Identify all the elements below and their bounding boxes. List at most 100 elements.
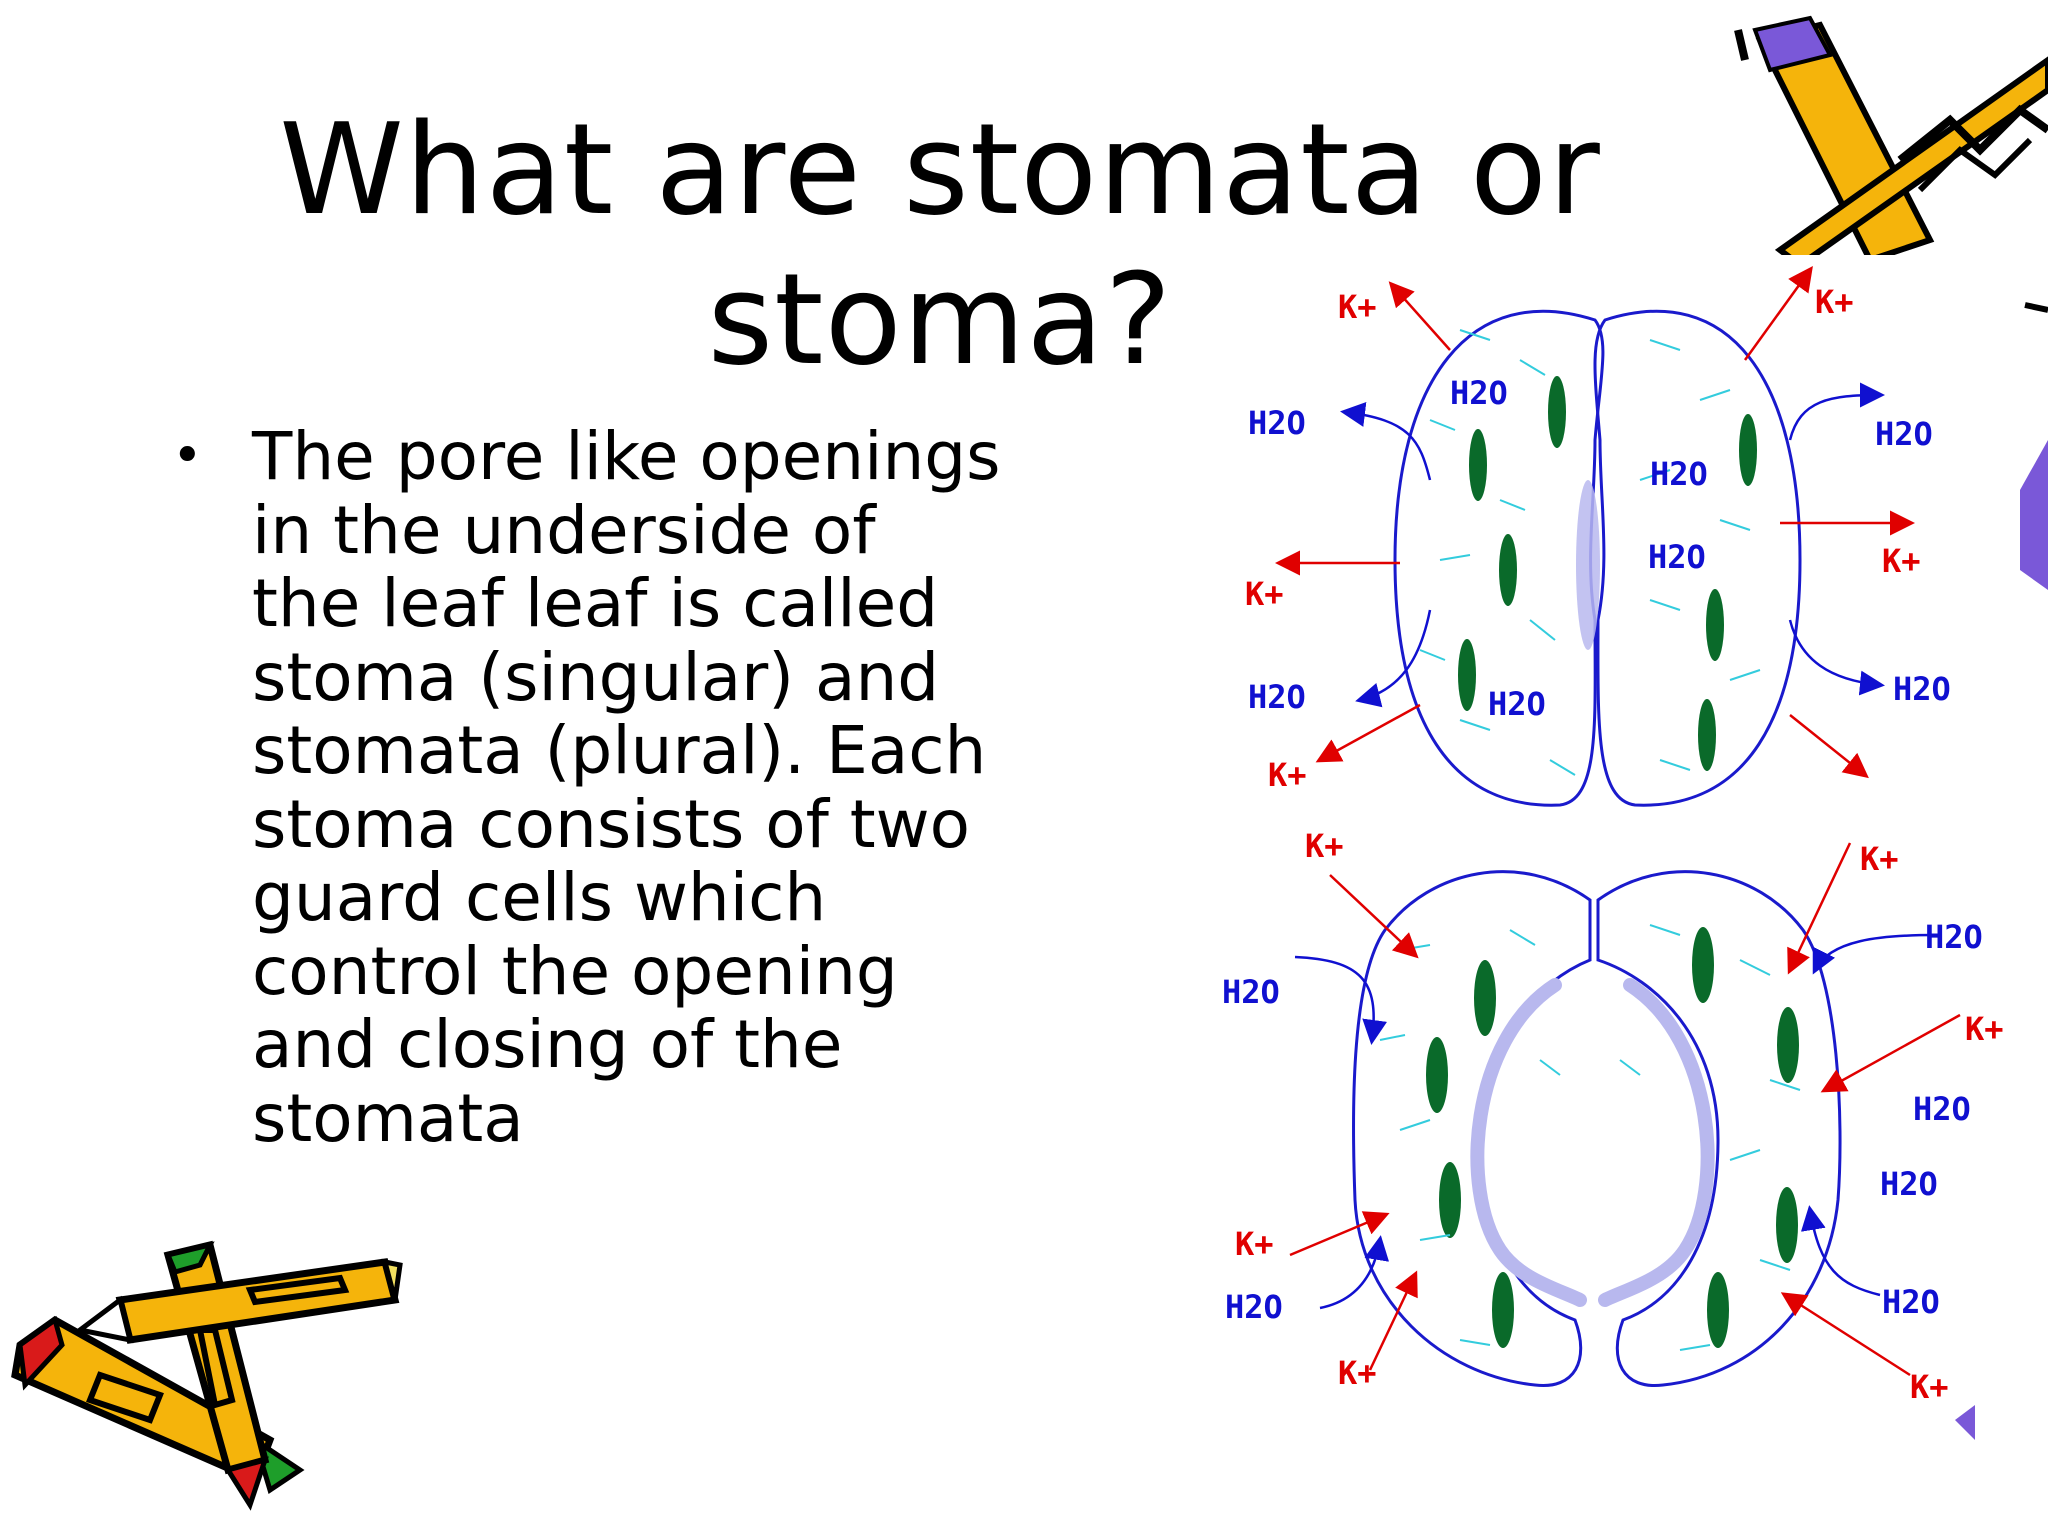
- chloroplast: [1469, 429, 1487, 501]
- chloroplast: [1548, 376, 1566, 448]
- water-arrow: [1319, 1235, 1390, 1310]
- potassium-arrow: [1780, 1292, 1911, 1377]
- water-label: H2O: [1882, 1283, 1940, 1321]
- potassium-arrow: [1329, 874, 1419, 959]
- right-edge-crayon-icon: [1955, 302, 2048, 1440]
- vacuole-line: [1429, 419, 1456, 431]
- guard-cell-right-closed: [1593, 309, 1802, 807]
- vacuole-line: [1519, 359, 1546, 376]
- potassium-label: K+: [1338, 1354, 1377, 1392]
- vacuole-line: [1459, 719, 1491, 731]
- water-label: H2O: [1925, 918, 1983, 956]
- water-label: H2O: [1225, 1288, 1283, 1326]
- water-label: H2O: [1648, 538, 1706, 576]
- bullet-marker: •: [172, 426, 203, 486]
- vacuole-line: [1659, 759, 1691, 771]
- potassium-label: K+: [1860, 840, 1899, 878]
- water-arrow: [1340, 402, 1432, 481]
- chloroplast: [1439, 1162, 1461, 1238]
- pore-thickening-left: [1470, 978, 1587, 1307]
- chloroplast: [1474, 960, 1496, 1036]
- potassium-label: K+: [1235, 1225, 1274, 1263]
- water-label: H2O: [1450, 374, 1508, 412]
- vacuole-line: [1399, 1119, 1431, 1131]
- water-arrow: [1294, 955, 1388, 1045]
- water-label: H2O: [1222, 973, 1280, 1011]
- diagram-background: [1215, 255, 2015, 1405]
- chloroplast: [1706, 589, 1724, 661]
- vacuole-line: [1679, 1344, 1711, 1351]
- vacuole-line: [1739, 959, 1771, 976]
- top-right-pencil-icon: [1734, 15, 2048, 269]
- chloroplast: [1739, 414, 1757, 486]
- vacuole-line: [1539, 1059, 1561, 1076]
- vacuole-line: [1619, 1059, 1641, 1076]
- potassium-arrow: [1789, 714, 1869, 779]
- chloroplast: [1426, 1037, 1448, 1113]
- chloroplast: [1692, 927, 1714, 1003]
- potassium-label: K+: [1338, 288, 1377, 326]
- water-label: H2O: [1248, 678, 1306, 716]
- bottom-left-pencils-icon: [11, 1240, 403, 1511]
- potassium-label: K+: [1815, 283, 1854, 321]
- guard-cell-right-open: [1596, 870, 1842, 1388]
- vacuole-line: [1729, 1149, 1761, 1161]
- water-label: H2O: [1880, 1165, 1938, 1203]
- water-arrow: [1788, 382, 1885, 441]
- potassium-label: K+: [1305, 827, 1344, 865]
- vacuole-line: [1459, 329, 1491, 341]
- vacuole-line: [1649, 924, 1681, 936]
- vacuole-line: [1769, 1079, 1801, 1091]
- water-arrow: [1812, 933, 1936, 975]
- vacuole-line: [1419, 1234, 1451, 1241]
- potassium-label: K+: [1882, 542, 1921, 580]
- stomatal-pore-closed: [1576, 480, 1600, 650]
- slide-title: What are stomata or stoma?: [279, 96, 1601, 393]
- water-arrow: [1800, 1205, 1881, 1297]
- potassium-arrow: [1787, 842, 1852, 975]
- potassium-arrow: [1388, 281, 1451, 351]
- water-label: H2O: [1893, 670, 1951, 708]
- guard-cell-left-closed: [1393, 309, 1605, 807]
- vacuole-line: [1649, 339, 1681, 351]
- potassium-arrow: [1368, 1270, 1418, 1371]
- vacuole-line: [1719, 519, 1751, 531]
- vacuole-line: [1529, 619, 1556, 641]
- bullet-text: The pore like openings in the underside …: [252, 418, 1001, 1157]
- chloroplast: [1492, 1272, 1514, 1348]
- potassium-arrow: [1315, 703, 1421, 763]
- potassium-label: K+: [1965, 1010, 2004, 1048]
- water-arrow: [1355, 609, 1432, 708]
- vacuole-line: [1729, 669, 1761, 681]
- chloroplast: [1499, 534, 1517, 606]
- potassium-label: K+: [1268, 756, 1307, 794]
- vacuole-line: [1759, 1259, 1791, 1271]
- potassium-arrow: [1289, 1211, 1390, 1257]
- pore-thickening-right: [1598, 978, 1715, 1307]
- vacuole-line: [1419, 649, 1446, 661]
- vacuole-line: [1459, 1339, 1491, 1346]
- potassium-label: K+: [1245, 575, 1284, 613]
- potassium-label: K+: [1910, 1368, 1949, 1406]
- water-arrow: [1788, 619, 1885, 696]
- water-label: H2O: [1488, 685, 1546, 723]
- chloroplast: [1776, 1187, 1798, 1263]
- water-label: H2O: [1875, 415, 1933, 453]
- vacuole-line: [1699, 389, 1731, 401]
- vacuole-line: [1549, 759, 1576, 776]
- potassium-arrow: [1743, 265, 1813, 361]
- chloroplast: [1698, 699, 1716, 771]
- vacuole-line: [1439, 554, 1471, 561]
- vacuole-line: [1499, 499, 1526, 511]
- chloroplast: [1777, 1007, 1799, 1083]
- water-label: H2O: [1248, 404, 1306, 442]
- chloroplast: [1707, 1272, 1729, 1348]
- water-label: H2O: [1913, 1090, 1971, 1128]
- vacuole-line: [1639, 469, 1671, 481]
- potassium-arrow: [1820, 1013, 1961, 1093]
- chloroplast: [1458, 639, 1476, 711]
- vacuole-line: [1649, 599, 1681, 611]
